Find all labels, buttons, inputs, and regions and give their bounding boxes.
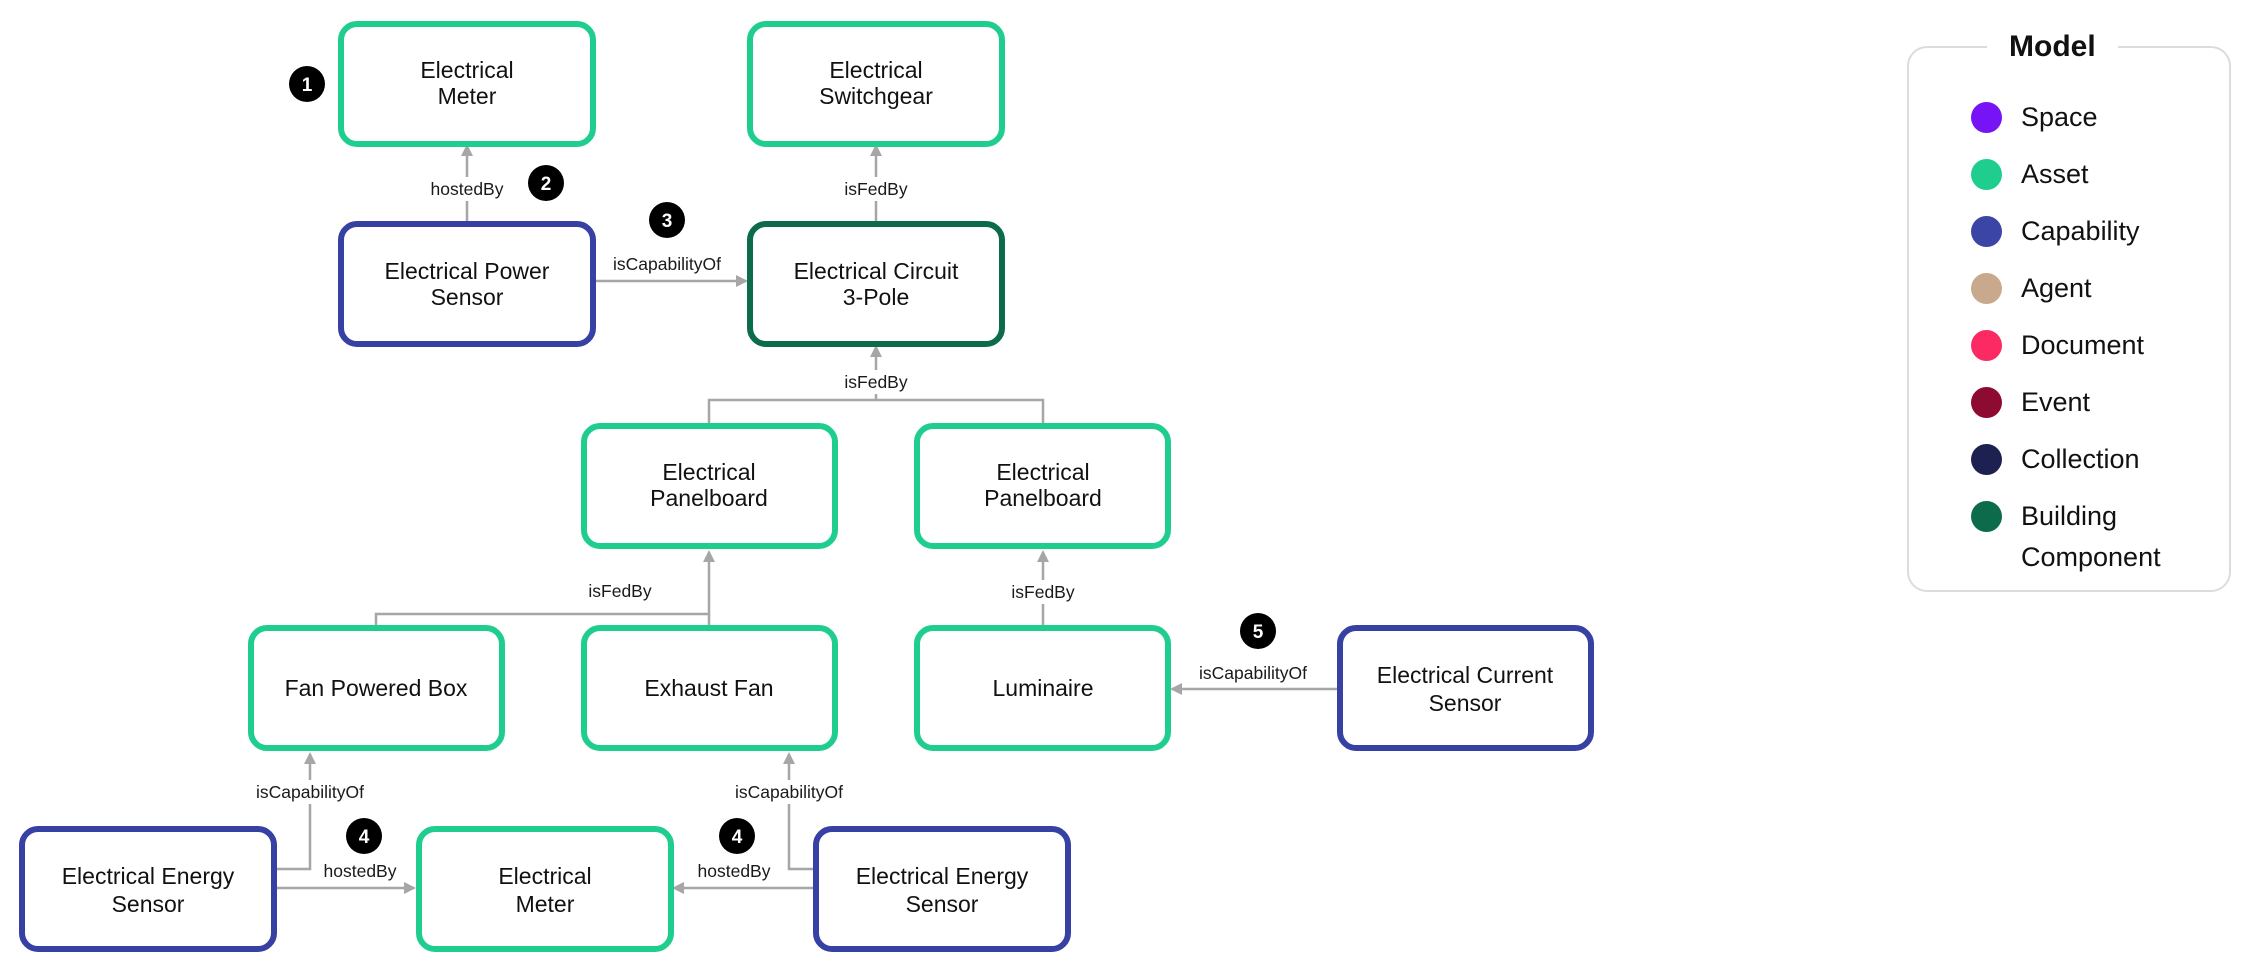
edge-label-isfedby-panel-right: isFedBy — [1011, 582, 1074, 602]
node-label: Panelboard — [984, 485, 1102, 511]
badge-3: 3 — [649, 202, 685, 238]
edge-label-hostedby-left: hostedBy — [324, 861, 397, 881]
node-label: Electrical — [829, 57, 922, 83]
node-electrical-meter-bottom[interactable]: Electrical Meter — [416, 826, 674, 952]
legend-label: Space — [2021, 102, 2098, 132]
badge-1: 1 — [289, 66, 325, 102]
node-label: Electrical Current — [1377, 662, 1554, 688]
legend-label: Event — [2021, 387, 2091, 417]
node-label: 3-Pole — [843, 284, 909, 310]
legend-dot — [1971, 102, 2002, 133]
badge-5: 5 — [1240, 613, 1276, 649]
legend-label: Collection — [2021, 444, 2140, 474]
legend-item-capability: Capability — [1971, 216, 2201, 252]
badge-number: 4 — [732, 827, 743, 848]
legend-label: Building Component — [2021, 501, 2161, 572]
legend-label: Asset — [2021, 159, 2089, 189]
badge-number: 1 — [302, 75, 313, 96]
legend-dot — [1971, 216, 2002, 247]
node-electrical-switchgear[interactable]: Electrical Switchgear — [747, 21, 1005, 147]
edge-iscapabilityof-fanbox — [276, 752, 316, 871]
node-electrical-power-sensor[interactable]: Electrical Power Sensor — [338, 221, 596, 347]
node-electrical-current-sensor[interactable]: Electrical Current Sensor — [1337, 625, 1594, 751]
node-label: Electrical Circuit — [794, 258, 959, 284]
badge-4-right: 4 — [719, 818, 755, 854]
badge-number: 5 — [1253, 622, 1264, 643]
node-electrical-panelboard-right[interactable]: Electrical Panelboard — [914, 423, 1171, 549]
node-electrical-meter-top[interactable]: Electrical Meter — [338, 21, 596, 147]
legend-label: Document — [2021, 330, 2145, 360]
node-label: Electrical — [662, 459, 755, 485]
legend-label: Capability — [2021, 216, 2140, 246]
edge-isfedby-panel-left-fanbox — [374, 612, 709, 626]
node-electrical-energy-sensor-right[interactable]: Electrical Energy Sensor — [813, 826, 1071, 952]
edge-iscapabilityof-exhaust — [783, 752, 814, 871]
legend-dot — [1971, 501, 2002, 532]
node-luminaire[interactable]: Luminaire — [914, 625, 1171, 751]
legend-dot — [1971, 273, 2002, 304]
node-label: Luminaire — [993, 675, 1094, 701]
legend-item-asset: Asset — [1971, 159, 2201, 195]
legend-item-event: Event — [1971, 387, 2201, 423]
node-electrical-energy-sensor-left[interactable]: Electrical Energy Sensor — [19, 826, 277, 952]
node-label: Electrical — [996, 459, 1089, 485]
legend-item-space: Space — [1971, 102, 2201, 138]
node-label: Meter — [516, 891, 575, 917]
node-label: Meter — [438, 83, 497, 109]
legend-item-building-component: Building Component — [1971, 501, 2201, 578]
edge-label-iscapabilityof-luminaire: isCapabilityOf — [1199, 663, 1307, 683]
legend-dot — [1971, 159, 2002, 190]
legend-item-document: Document — [1971, 330, 2201, 366]
node-label: Sensor — [431, 284, 504, 310]
node-label: Electrical Power — [385, 258, 550, 284]
legend-item-collection: Collection — [1971, 444, 2201, 480]
edge-label-hostedby-top: hostedBy — [431, 179, 504, 199]
node-label: Electrical — [498, 863, 591, 889]
node-label: Sensor — [1429, 690, 1502, 716]
edge-label-iscapabilityof-exhaust: isCapabilityOf — [735, 782, 843, 802]
node-label: Sensor — [112, 891, 185, 917]
node-label: Panelboard — [650, 485, 768, 511]
edge-label-isfedby-circuit: isFedBy — [844, 372, 907, 392]
legend-dot — [1971, 444, 2002, 475]
edge-label-iscapabilityof-circuit: isCapabilityOf — [613, 254, 721, 274]
node-label: Fan Powered Box — [285, 675, 468, 701]
badge-number: 3 — [662, 211, 673, 232]
legend: Model Space Asset Capability Agent Docum… — [1907, 30, 2231, 592]
node-electrical-panelboard-left[interactable]: Electrical Panelboard — [581, 423, 838, 549]
badge-number: 2 — [541, 174, 552, 195]
legend-label: Agent — [2021, 273, 2092, 303]
edge-label-iscapabilityof-fanbox: isCapabilityOf — [256, 782, 364, 802]
legend-item-agent: Agent — [1971, 273, 2201, 309]
node-exhaust-fan[interactable]: Exhaust Fan — [581, 625, 838, 751]
node-label: Exhaust Fan — [644, 675, 773, 701]
legend-dot — [1971, 330, 2002, 361]
legend-title: Model — [1987, 30, 2118, 64]
node-label: Switchgear — [819, 83, 933, 109]
edge-isfedby-circuit-right — [876, 398, 1045, 424]
badge-4-left: 4 — [346, 818, 382, 854]
badge-2: 2 — [528, 165, 564, 201]
legend-list: Space Asset Capability Agent Document Ev… — [1971, 102, 2201, 599]
node-label: Electrical Energy — [856, 863, 1029, 889]
edge-label-isfedby-switchgear: isFedBy — [844, 179, 907, 199]
edge-label-isfedby-panel-left: isFedBy — [588, 581, 651, 601]
node-electrical-circuit[interactable]: Electrical Circuit 3-Pole — [747, 221, 1005, 347]
node-label: Electrical — [420, 57, 513, 83]
badge-number: 4 — [359, 827, 370, 848]
node-label: Sensor — [906, 891, 979, 917]
node-label: Electrical Energy — [62, 863, 235, 889]
edge-label-hostedby-right: hostedBy — [698, 861, 771, 881]
node-fan-powered-box[interactable]: Fan Powered Box — [248, 625, 505, 751]
legend-dot — [1971, 387, 2002, 418]
edge-isfedby-circuit-left — [707, 398, 876, 424]
